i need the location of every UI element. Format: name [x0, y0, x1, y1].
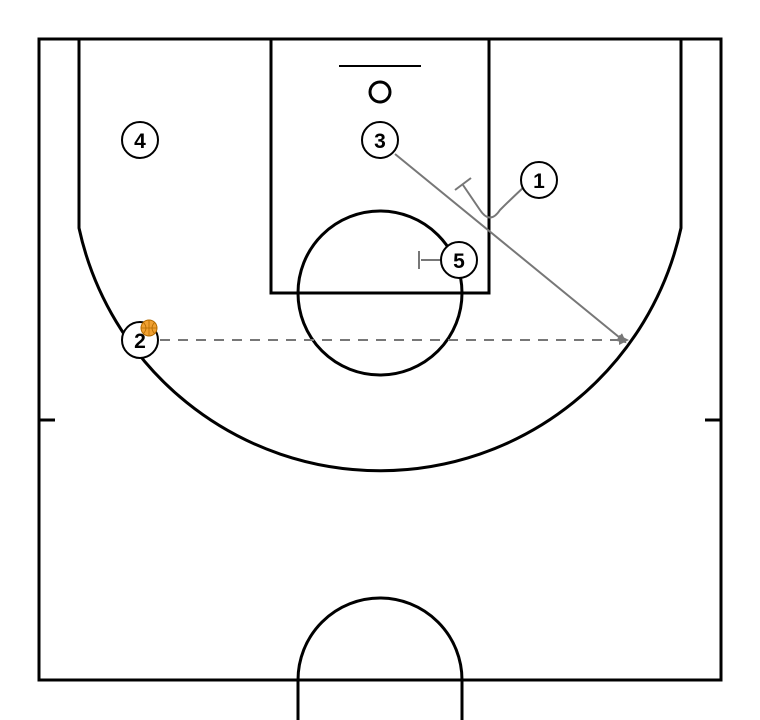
actions-layer	[160, 153, 629, 345]
free-throw-circle	[296, 209, 464, 377]
player-3: 3	[361, 121, 399, 159]
cut-path-player-3	[394, 153, 627, 344]
three-point-arc	[77, 39, 683, 473]
basket-rim	[368, 80, 392, 104]
players-layer: 4 3 1 5 2	[121, 121, 558, 359]
center-circle	[296, 596, 464, 720]
player-1-label: 1	[533, 170, 545, 193]
player-2-label: 2	[134, 330, 146, 353]
player-5-label: 5	[453, 250, 465, 273]
player-4-label: 4	[134, 130, 146, 153]
court-lines	[37, 37, 723, 720]
paint-lane	[269, 37, 491, 295]
screen-bar-player-1	[454, 177, 472, 191]
basketball-icon	[140, 319, 158, 337]
player-5: 5	[440, 241, 478, 279]
player-4: 4	[121, 121, 159, 159]
screen-path-player-1	[462, 184, 526, 219]
player-3-label: 3	[374, 130, 386, 153]
player-1: 1	[520, 161, 558, 199]
